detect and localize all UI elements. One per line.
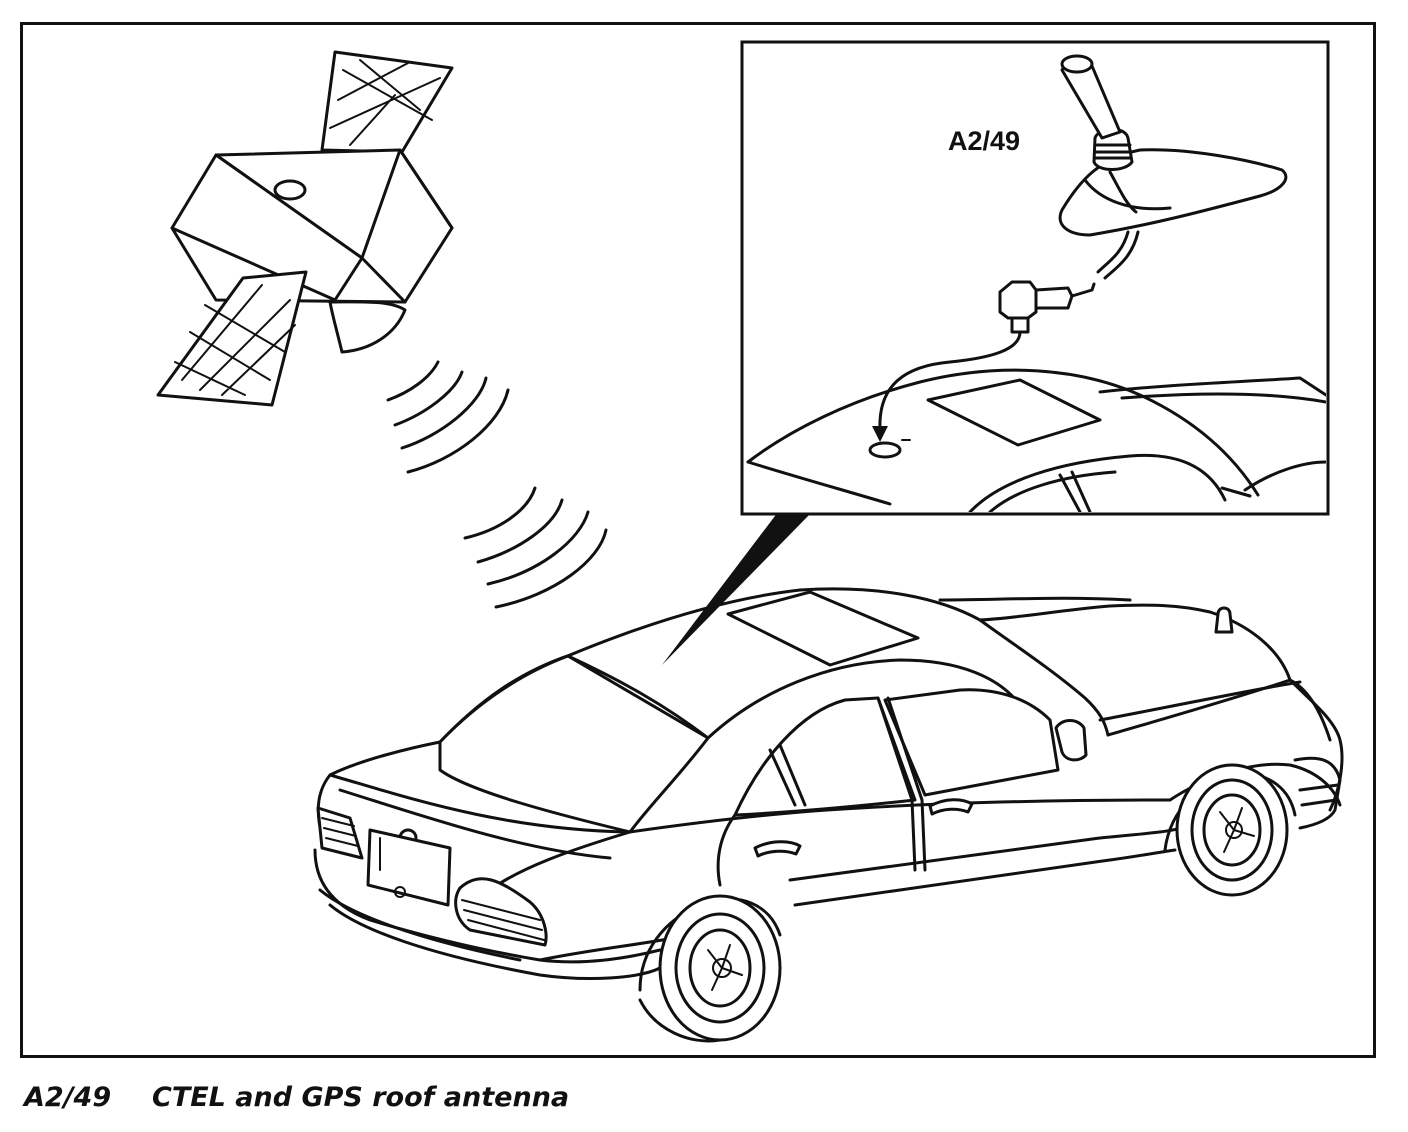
mounting-hole [868, 441, 902, 459]
front-wheel [1163, 763, 1297, 897]
caption-code: A2/49 [24, 1082, 112, 1113]
arrow-icon [872, 426, 888, 442]
inset-label: A2/49 [948, 126, 1020, 156]
front-door-window [883, 688, 1060, 797]
roof-antenna [1058, 54, 1288, 237]
callout-pointer [662, 512, 812, 665]
satellite-body [170, 148, 454, 304]
figure-caption: A2/49 CTEL and GPS roof antenna [24, 1082, 569, 1113]
connector-plug [998, 280, 1096, 334]
inset-detail: A2/49 [740, 40, 1330, 516]
car-illustration [313, 587, 1344, 1043]
satellite-dish [328, 300, 407, 354]
rear-light-left [316, 806, 364, 860]
side-mirror [1054, 719, 1088, 762]
rear-light-right [454, 877, 548, 947]
rear-side-antenna [1214, 606, 1234, 634]
figure-frame [20, 22, 1376, 1058]
front-door-handle [928, 798, 974, 816]
car-sunroof [726, 590, 920, 667]
signal-waves [386, 360, 608, 609]
caption-text: CTEL and GPS roof antenna [152, 1082, 570, 1113]
license-plate [366, 828, 452, 907]
solar-panel-lower [156, 270, 308, 407]
rear-door-handle [753, 840, 802, 858]
satellite-icon [156, 50, 454, 407]
solar-panel-upper [320, 50, 454, 154]
rear-door-window [733, 696, 917, 817]
rear-wheel [638, 894, 782, 1043]
